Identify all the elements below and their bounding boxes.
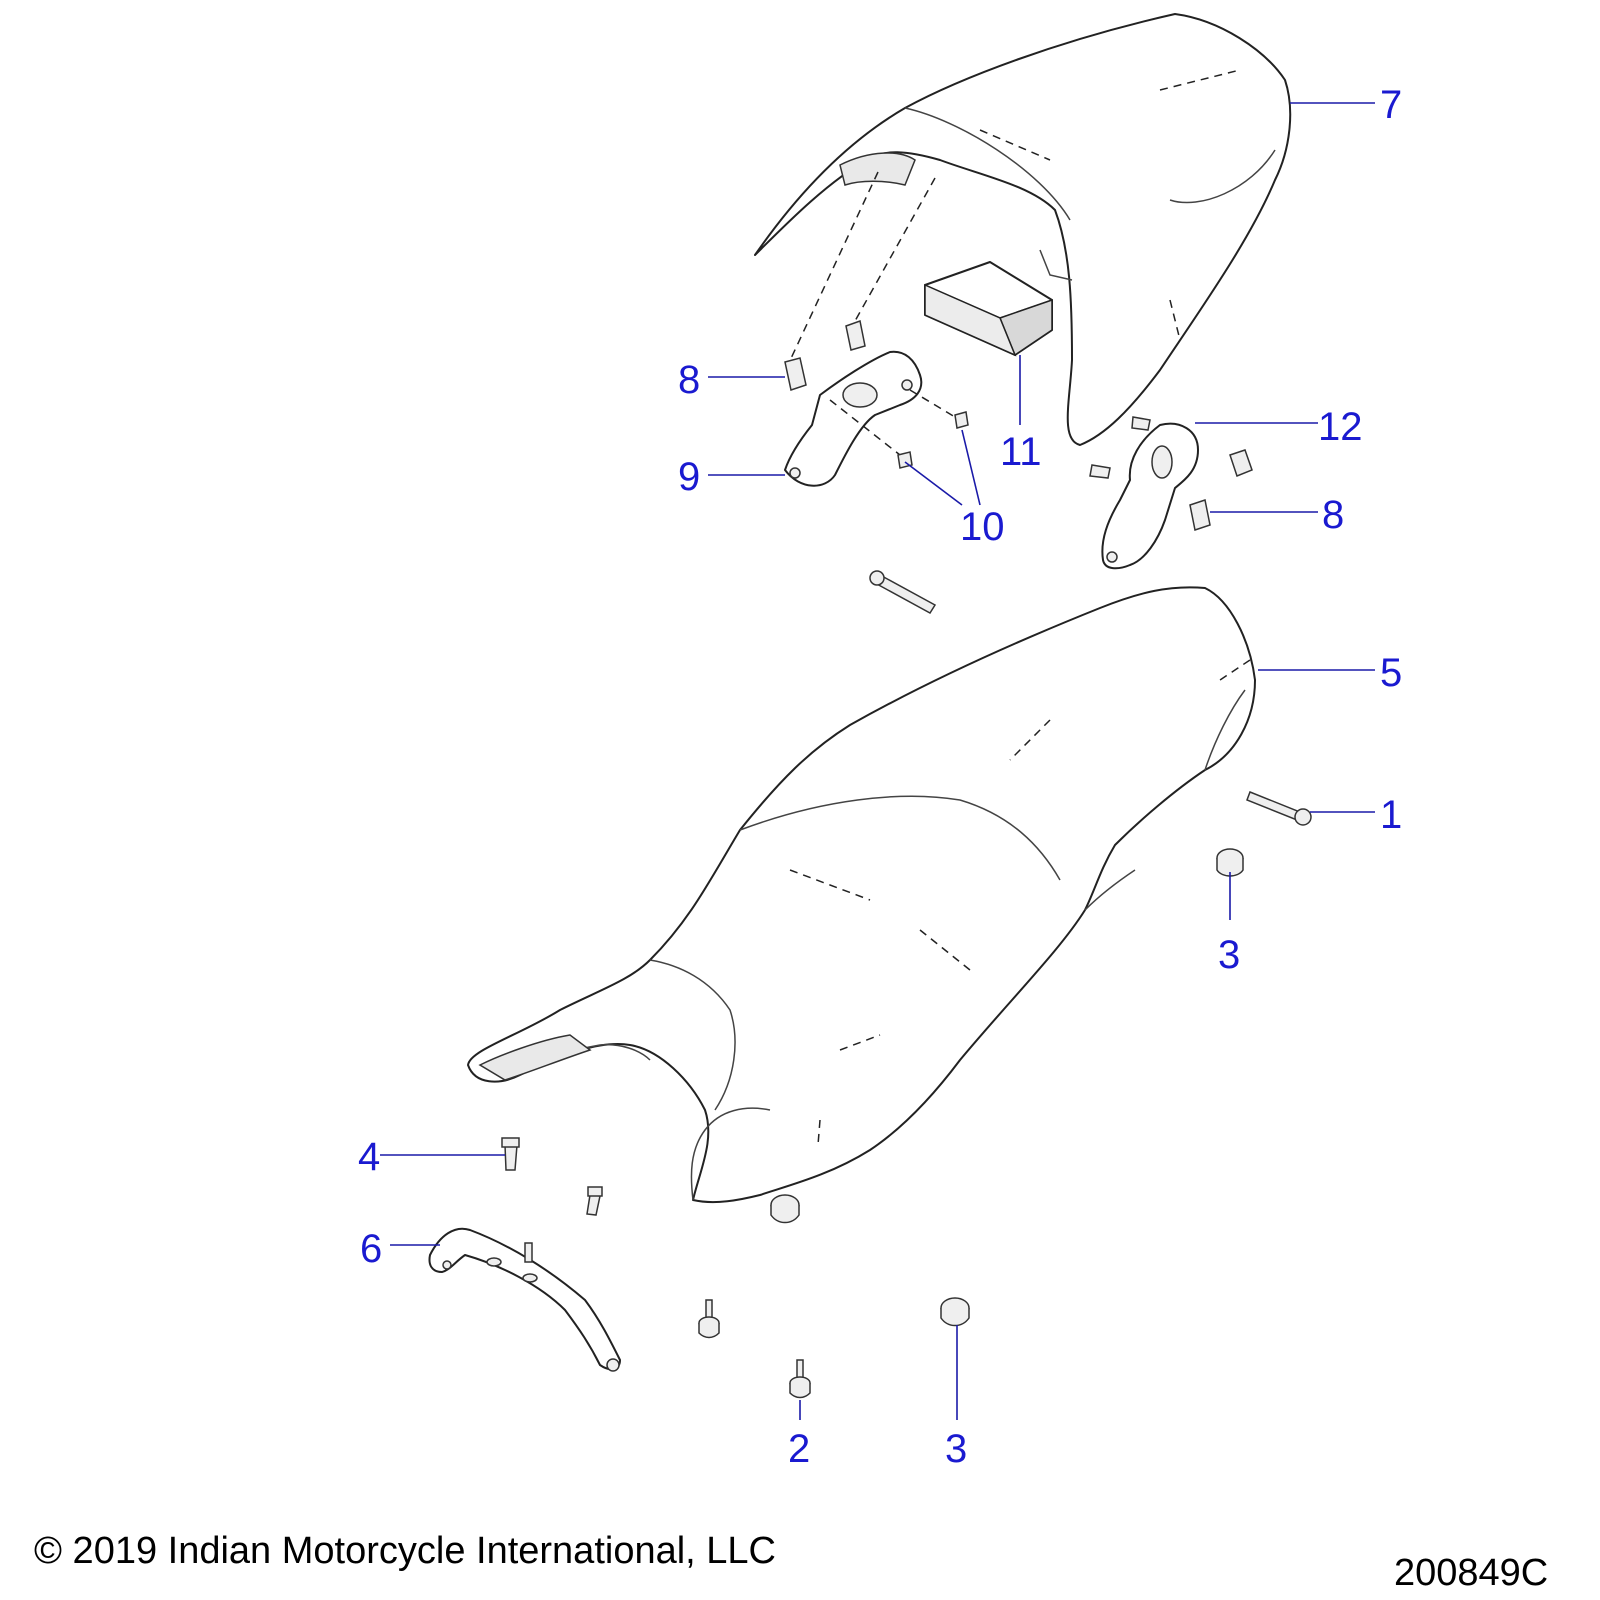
alignment-line	[786, 171, 879, 368]
callout-5: 5	[1380, 651, 1402, 695]
callout-3-lower: 3	[945, 1427, 967, 1471]
callout-2: 2	[788, 1427, 810, 1471]
grommet-lower	[940, 1297, 970, 1327]
long-bolt	[869, 570, 937, 614]
grommet-upper	[1216, 848, 1244, 877]
main-seat	[467, 586, 1256, 1204]
foam-pad	[924, 261, 1053, 357]
nut-clip-right	[1189, 449, 1253, 531]
bumper-2	[698, 1299, 811, 1399]
callout-8-left: 8	[678, 358, 700, 402]
screw-right	[1089, 416, 1151, 479]
callout-8-right: 8	[1322, 493, 1344, 537]
copyright-notice: © 2019 Indian Motorcycle International, …	[34, 1530, 776, 1572]
screw-left	[897, 411, 969, 469]
callout-6: 6	[360, 1227, 382, 1271]
callout-3-upper: 3	[1218, 933, 1240, 977]
seat-bracket-right	[1101, 422, 1199, 570]
callout-9: 9	[678, 455, 700, 499]
callout-12: 12	[1318, 405, 1363, 449]
alignment-line	[849, 177, 936, 331]
callout-7: 7	[1380, 83, 1402, 127]
rear-seat-cowl	[754, 13, 1292, 446]
bolt-1	[1246, 791, 1312, 826]
callout-1: 1	[1380, 793, 1402, 837]
bolt-4	[501, 1137, 603, 1216]
leader-lines	[380, 102, 1375, 1420]
front-bracket-strap	[428, 1227, 621, 1372]
nut-clip-left	[784, 320, 866, 391]
callout-10: 10	[960, 505, 1005, 549]
callout-11: 11	[1000, 430, 1042, 474]
grommet-under-seat	[770, 1194, 800, 1224]
callout-4: 4	[358, 1135, 380, 1179]
seat-bracket-left	[784, 350, 961, 487]
drawing-number: 200849C	[1394, 1552, 1549, 1594]
